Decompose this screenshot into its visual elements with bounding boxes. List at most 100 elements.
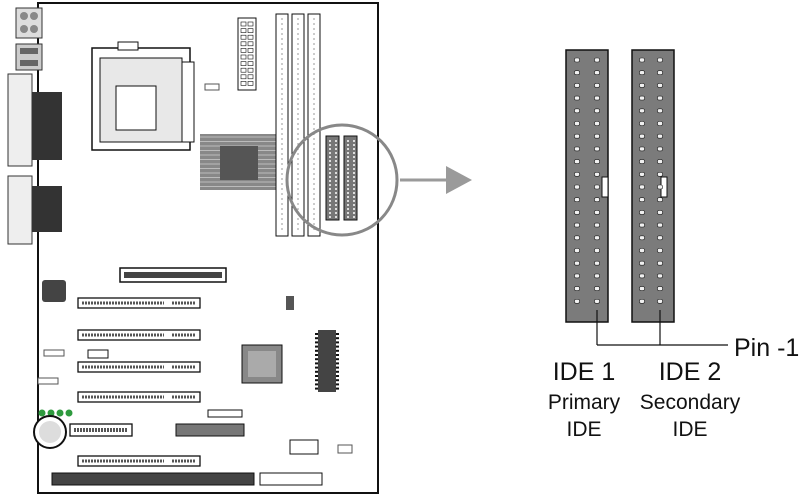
atx-pin — [240, 28, 247, 33]
board-ide-pin — [335, 140, 337, 142]
atx-pin — [247, 74, 254, 80]
board-ide-pin — [335, 164, 337, 166]
bios-pin — [336, 345, 339, 348]
ide1-pin — [574, 298, 580, 304]
atx-pin — [247, 81, 254, 86]
board-ide-pin — [329, 212, 331, 214]
bios-pin — [315, 379, 318, 382]
board-ide-pin — [329, 176, 331, 178]
motherboard — [7, 2, 399, 494]
ide1-pin — [574, 83, 580, 88]
bios-pin — [315, 354, 318, 356]
ide2-pin — [639, 121, 645, 126]
ide1-pin — [574, 273, 580, 279]
board-ide-pin — [353, 168, 355, 170]
ide2-pin — [639, 273, 645, 279]
board-ide-pin — [335, 156, 337, 158]
board-ide-pin — [329, 140, 331, 142]
ide1-pin — [574, 121, 580, 126]
parallel-port-body — [32, 92, 62, 160]
atx-pin — [247, 21, 254, 27]
bios-pin — [336, 375, 339, 377]
bios-pin — [336, 337, 339, 340]
bios-pin — [336, 370, 339, 373]
ide2-pin — [657, 210, 663, 215]
board-ide-pin — [329, 184, 331, 186]
ide2-pin — [657, 298, 663, 304]
board-ide-pin — [347, 188, 349, 190]
bios-pin — [336, 333, 339, 335]
ide1-pin — [594, 260, 600, 266]
board-ide-pin — [335, 216, 337, 218]
board-ide-pin — [347, 212, 349, 214]
ide2-pin — [639, 286, 645, 291]
ide1-pin — [574, 57, 580, 63]
ide2-pin — [657, 197, 663, 202]
ide1-pin — [574, 222, 580, 228]
ide1-pin — [574, 146, 580, 152]
atx-pin — [240, 61, 247, 66]
board-ide-pin — [335, 200, 337, 202]
board-ide-pin — [335, 172, 337, 174]
board-ide-pin — [353, 188, 355, 190]
board-ide-pin — [329, 204, 331, 206]
board-ide-pin — [329, 208, 331, 210]
board-ide-pin — [347, 140, 349, 142]
ide1-pin — [574, 172, 580, 177]
bios-pin — [315, 345, 318, 348]
board-ide-pin — [335, 204, 337, 206]
ide1-pin — [594, 184, 600, 190]
ide1-pin — [594, 273, 600, 279]
ide1-name-label: IDE 1 — [552, 358, 616, 386]
header-b — [87, 349, 109, 359]
board-ide-pin — [335, 184, 337, 186]
atx-pin — [247, 54, 254, 60]
ide1-pin — [574, 235, 580, 241]
board-ide-pin — [329, 200, 331, 202]
pin1-label: Pin -1 — [734, 334, 800, 362]
magnifier-circle — [285, 123, 399, 237]
atx-pin — [247, 67, 254, 73]
bios-pin — [315, 341, 318, 344]
pin1-leader-lines — [596, 310, 728, 346]
ide2-pin — [639, 70, 645, 75]
board-ide-pin — [329, 216, 331, 218]
ide2-pin — [657, 70, 663, 75]
bios-pin — [315, 370, 318, 373]
rear-io-panel — [7, 7, 62, 245]
board-ide-pin — [329, 156, 331, 158]
board-ide-pin — [353, 200, 355, 202]
serial-ports — [7, 175, 33, 245]
board-ide-pin — [347, 176, 349, 178]
bios-pin — [336, 354, 339, 356]
board-ide-pin — [347, 192, 349, 194]
board-ide-pin — [353, 176, 355, 178]
atx-pin — [247, 28, 254, 33]
board-ide-pin — [347, 160, 349, 162]
bios-pin — [315, 337, 318, 340]
atx-pin — [240, 21, 247, 27]
ide2-name-label: IDE 2 — [658, 358, 722, 386]
board-ide-pin — [353, 144, 355, 146]
front-panel-header — [259, 472, 323, 486]
atx-pin — [247, 41, 254, 47]
ide2-connector — [631, 49, 675, 323]
ide1-pin — [574, 133, 580, 139]
atx-pin — [247, 61, 254, 66]
board-ide-pin — [347, 196, 349, 198]
ide1-pin — [594, 133, 600, 139]
board-ide-pin — [335, 152, 337, 154]
ide2-pin — [639, 159, 645, 164]
board-ide-pin — [347, 144, 349, 146]
ide1-pin — [594, 298, 600, 304]
board-ide-pin — [329, 152, 331, 154]
bios-pin — [336, 379, 339, 382]
board-ide-pin — [329, 196, 331, 198]
ide2-pin — [639, 133, 645, 139]
bios-pin — [315, 362, 318, 365]
board-ide-pin — [347, 200, 349, 202]
board-ide-pin — [353, 152, 355, 154]
ide2-pin — [639, 210, 645, 215]
board-ide-pin — [353, 140, 355, 142]
board-ide-pin — [353, 164, 355, 166]
